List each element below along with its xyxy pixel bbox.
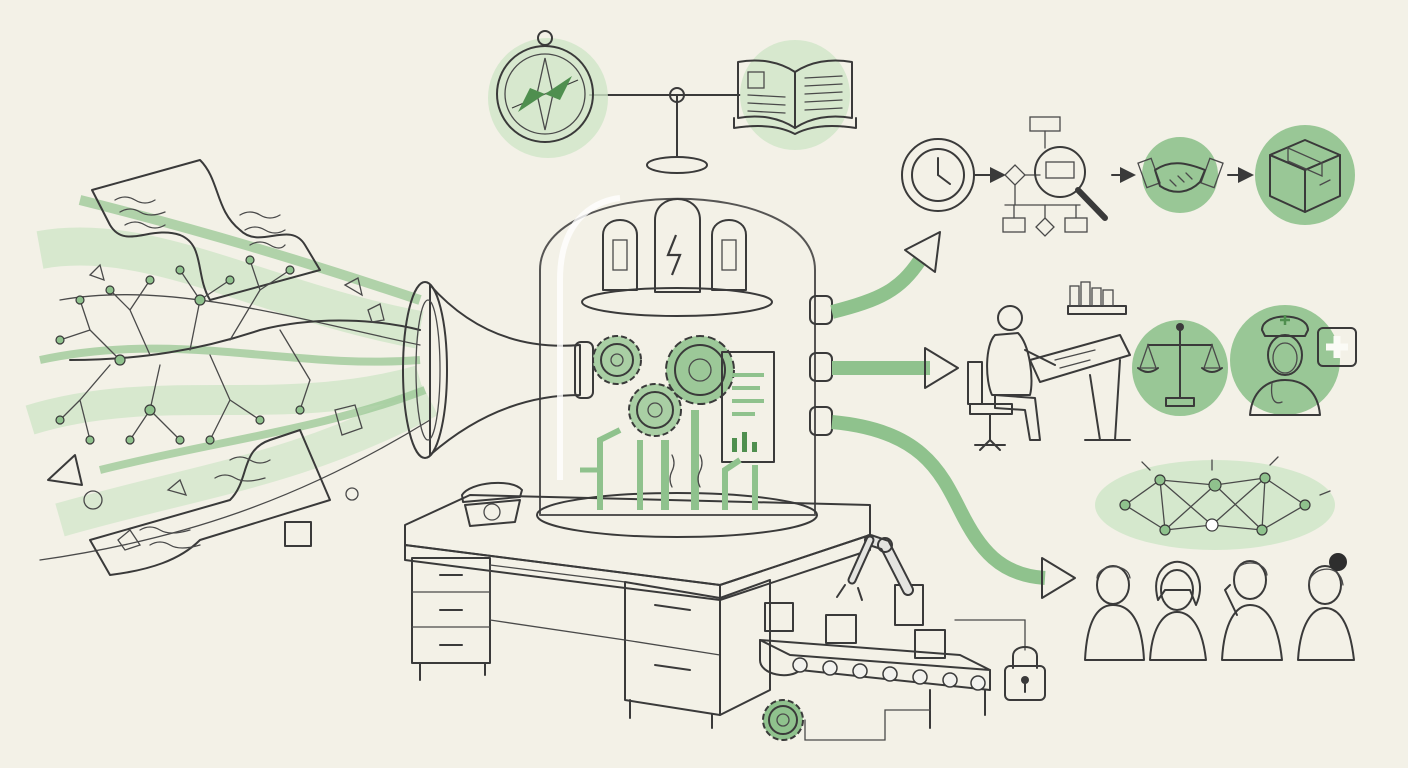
lock-connector [804, 619, 1026, 741]
robot-arm-icon [836, 534, 924, 626]
gear-icon [665, 335, 735, 405]
package-cube [764, 602, 946, 659]
drafting-desk-person-icon [967, 281, 1131, 451]
clock-icon [901, 138, 975, 212]
gear-icon [592, 335, 642, 385]
funnel-intake-icon [402, 281, 594, 459]
people-group-icon [1084, 553, 1355, 661]
vacuum-tube-icon [654, 198, 701, 293]
vacuum-tube-icon [602, 219, 638, 291]
nurse-icon [1230, 305, 1340, 416]
compass-icon [488, 30, 608, 158]
scroll-icon [89, 429, 331, 576]
scroll-icon [91, 159, 321, 301]
control-panel [721, 351, 775, 463]
flowchart-magnifier-icon [1002, 116, 1108, 237]
handshake-icon [1137, 137, 1224, 213]
open-book-icon [733, 40, 857, 150]
desk-icon [404, 494, 871, 729]
padlock-icon [1004, 646, 1046, 701]
telephone-icon [461, 481, 523, 527]
package-box-icon [1255, 125, 1355, 225]
floating-data-shapes [47, 263, 385, 547]
conveyor-belt-icon [759, 602, 991, 729]
neural-network-icon [1095, 456, 1335, 550]
gear-icon [628, 383, 682, 437]
top-connector [589, 87, 741, 158]
gear-icon [762, 699, 804, 741]
input-data-streams [25, 195, 439, 561]
scales-of-justice-icon [1132, 320, 1228, 416]
output-arrows [830, 231, 1076, 599]
bell-jar-machine-icon [536, 156, 833, 538]
medical-cross-icon [1317, 327, 1357, 367]
circuit-pipes [580, 410, 758, 510]
vacuum-tube-icon [711, 219, 747, 291]
branching-tree-icon [55, 255, 421, 445]
